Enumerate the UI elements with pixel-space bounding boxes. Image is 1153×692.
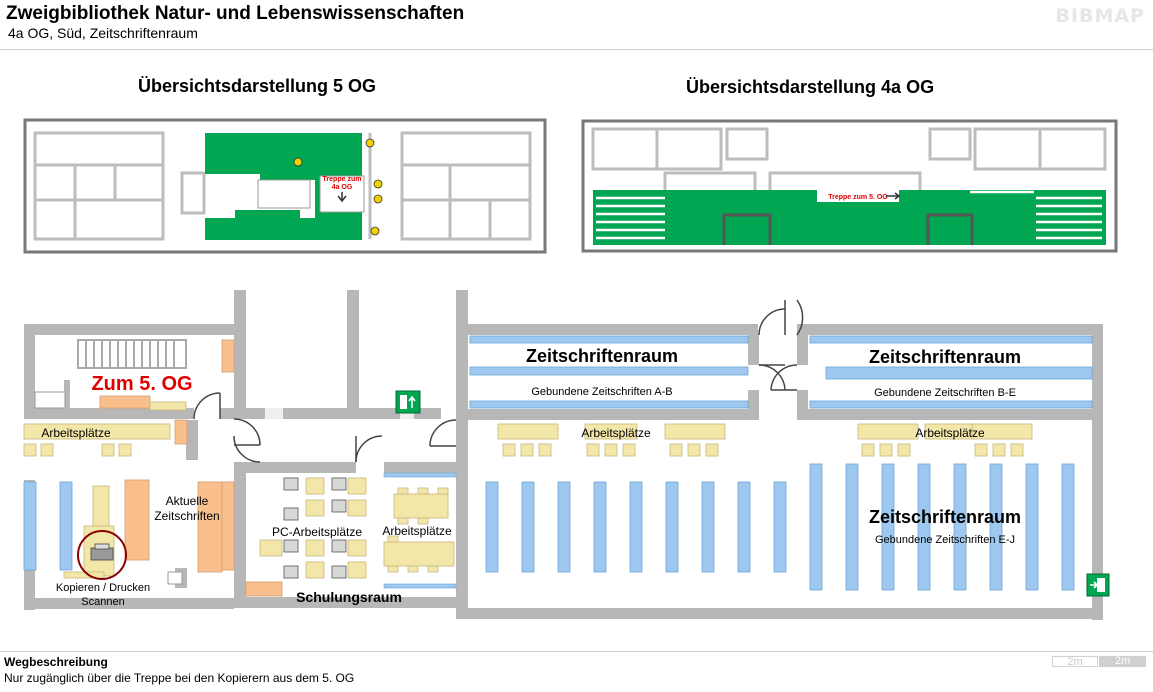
emergency-exit-icon xyxy=(395,390,421,414)
wegbeschreibung-title: Wegbeschreibung xyxy=(4,655,108,669)
schulungsraum-label: Schulungsraum xyxy=(296,589,402,605)
zum-5og-label: Zum 5. OG xyxy=(91,373,192,395)
footer: Wegbeschreibung Nur zugänglich über die … xyxy=(0,651,1153,692)
overview-4aog-title: Übersichtsdarstellung 4a OG xyxy=(686,77,935,97)
scale-bar: 2m 2m xyxy=(1052,656,1146,668)
wc-icon xyxy=(370,226,380,236)
kopieren-label-1: Kopieren / Drucken xyxy=(56,582,150,594)
main-floorplan: Zum 5. OG Arbeitsplätze Zeitschriftenrau… xyxy=(23,290,1110,620)
arbeitsplaetze-middle-label: Arbeitsplätze xyxy=(581,426,651,440)
overview-5og-title: Übersichtsdarstellung 5 OG xyxy=(138,76,377,96)
copier-highlight xyxy=(77,530,127,580)
page-title: Zweigbibliothek Natur- und Lebenswissens… xyxy=(6,3,465,24)
zeitschriftenraum-ej-label: Zeitschriftenraum xyxy=(869,507,1021,527)
elevator-icon xyxy=(373,194,383,204)
arbeitsplaetze-left-label: Arbeitsplätze xyxy=(41,426,111,440)
page-subtitle: 4a OG, Süd, Zeitschriftenraum xyxy=(8,25,198,41)
overview-5og-map[interactable]: Treppe zum 4a OG xyxy=(23,118,547,254)
overview-4aog-map[interactable]: Treppe zum 5. OG xyxy=(581,119,1118,253)
wegbeschreibung-text: Nur zugänglich über die Treppe bei den K… xyxy=(4,671,355,685)
info-icon xyxy=(293,157,303,167)
scale-label-a: 2m xyxy=(1052,656,1098,668)
aktuelle-label-2: Zeitschriften xyxy=(154,509,219,523)
og5-stair-label-2: 4a OG xyxy=(332,184,353,191)
pc-arbeitsplaetze-label: PC-Arbeitsplätze xyxy=(272,525,362,539)
bibmap-logo: BIBMAP xyxy=(1055,5,1145,27)
emergency-exit-icon xyxy=(1086,573,1110,597)
zeitschriftenraum-ab-label: Zeitschriftenraum xyxy=(526,346,678,366)
gebunden-ab-label: Gebundene Zeitschriften A-B xyxy=(531,386,672,398)
arbeitsplaetze-right-label: Arbeitsplätze xyxy=(915,426,985,440)
gebunden-be-label: Gebundene Zeitschriften B-E xyxy=(874,387,1016,399)
header: Zweigbibliothek Natur- und Lebenswissens… xyxy=(0,0,1153,50)
og4a-stair-label: Treppe zum 5. OG xyxy=(828,194,888,201)
arbeitsplaetze-schulung-label: Arbeitsplätze xyxy=(382,524,452,538)
stairs-icon xyxy=(373,179,383,189)
gebunden-ej-label: Gebundene Zeitschriften E-J xyxy=(875,534,1015,546)
scale-label-b: 2m xyxy=(1099,656,1146,667)
service-icon xyxy=(365,138,375,148)
aktuelle-label-1: Aktuelle xyxy=(166,494,209,508)
zeitschriftenraum-be-label: Zeitschriftenraum xyxy=(869,347,1021,367)
og5-stair-label-1: Treppe zum xyxy=(323,176,362,183)
copier-icon xyxy=(90,543,114,561)
kopieren-label-2: Scannen xyxy=(81,596,124,608)
